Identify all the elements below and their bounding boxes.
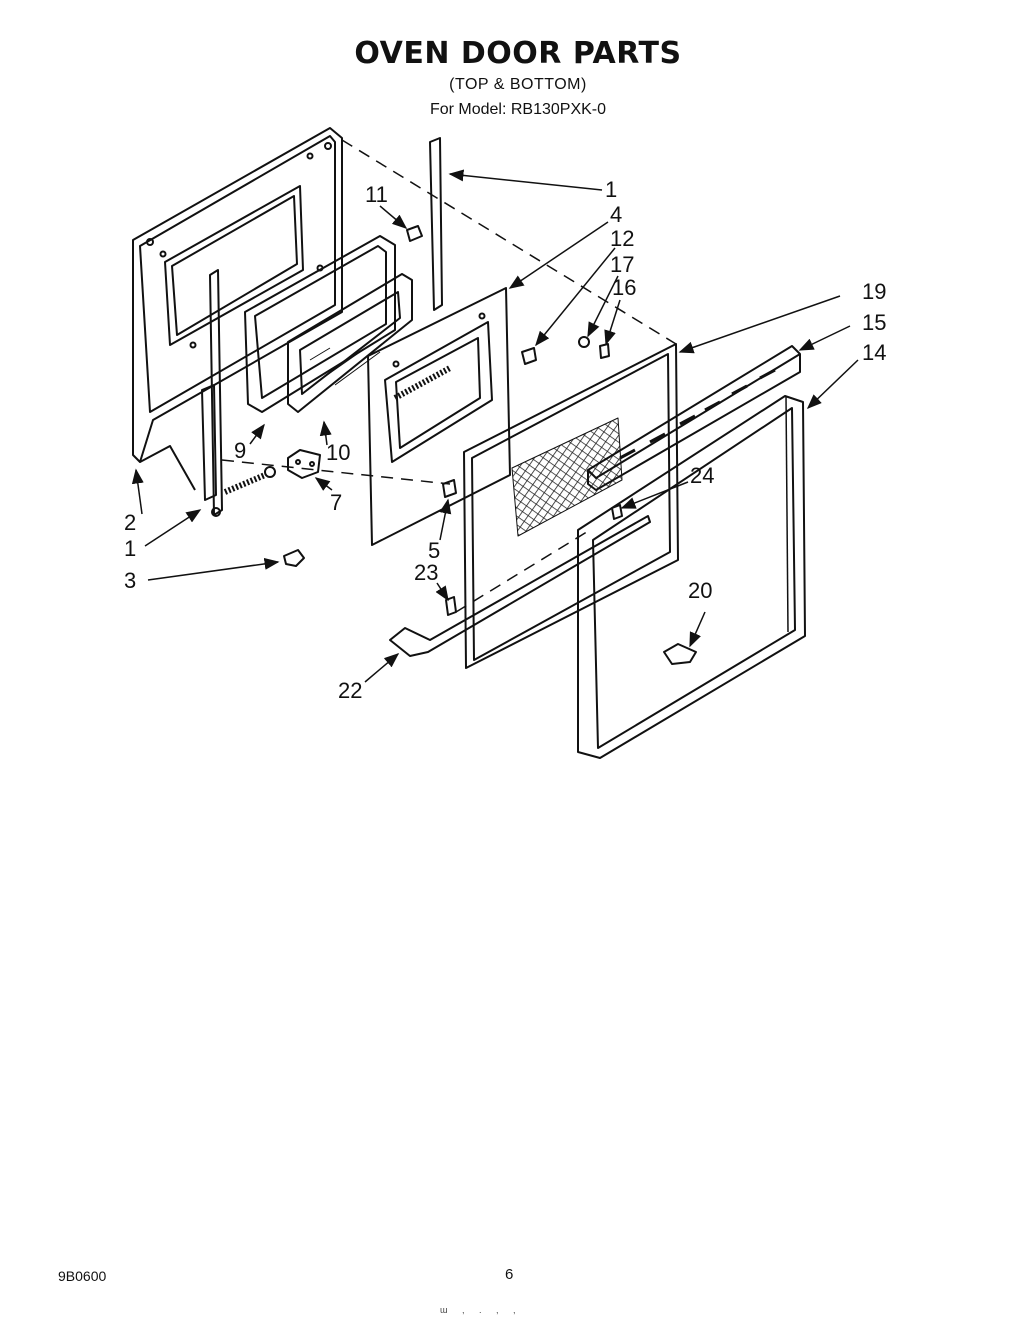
callout-2: 2 — [124, 510, 136, 535]
inner-door-panel — [132, 127, 343, 491]
callout-5: 5 — [428, 538, 440, 563]
callout-3: 3 — [124, 568, 136, 593]
callout-7: 7 — [330, 490, 342, 515]
callout-20: 20 — [688, 578, 712, 603]
clip-5 — [442, 479, 457, 498]
callout-15: 15 — [862, 310, 886, 335]
clip-11 — [406, 225, 423, 242]
door-channel-right — [429, 137, 443, 311]
bottom-trim-rod — [389, 515, 651, 657]
callout-9: 9 — [234, 438, 246, 463]
outer-door-glass — [463, 343, 679, 669]
screw-17 — [578, 336, 590, 348]
callout-4: 4 — [610, 202, 622, 227]
callout-22: 22 — [338, 678, 362, 703]
door-latch — [663, 643, 697, 665]
callout-14: 14 — [862, 340, 886, 365]
hinge-cam — [283, 549, 305, 567]
callout-19: 19 — [862, 279, 886, 304]
hinge-bracket — [287, 449, 321, 479]
page-title: OVEN DOOR PARTS — [354, 36, 682, 71]
callout-1-bottom: 1 — [124, 536, 136, 561]
door-outer-frame — [577, 395, 806, 759]
clip-16 — [599, 343, 610, 359]
callout-23: 23 — [414, 560, 438, 585]
door-top-trim — [587, 345, 801, 491]
callout-24: 24 — [690, 463, 714, 488]
scan-marks: ɯ , . , , — [440, 1305, 522, 1315]
callout-1-top: 1 — [605, 177, 617, 202]
hinge-spring — [223, 466, 276, 495]
callout-labels: 1 2 1 3 4 5 7 9 10 11 12 14 15 16 17 19 … — [124, 177, 886, 703]
model-number: For Model: RB130PXK-0 — [429, 101, 607, 118]
door-hinge-left — [201, 269, 223, 517]
window-glass — [287, 273, 413, 413]
door-liner — [367, 287, 511, 546]
callout-17: 17 — [610, 252, 634, 277]
page-subtitle: (TOP & BOTTOM) — [449, 76, 587, 93]
callout-10: 10 — [326, 440, 350, 465]
callout-12: 12 — [610, 226, 634, 251]
window-gasket — [244, 235, 396, 413]
clip-24 — [611, 504, 623, 520]
document-code: 9B0600 — [58, 1268, 107, 1284]
clip-12 — [521, 347, 537, 365]
callout-16: 16 — [612, 275, 636, 300]
callout-11: 11 — [365, 182, 388, 207]
page-number: 6 — [505, 1266, 514, 1283]
